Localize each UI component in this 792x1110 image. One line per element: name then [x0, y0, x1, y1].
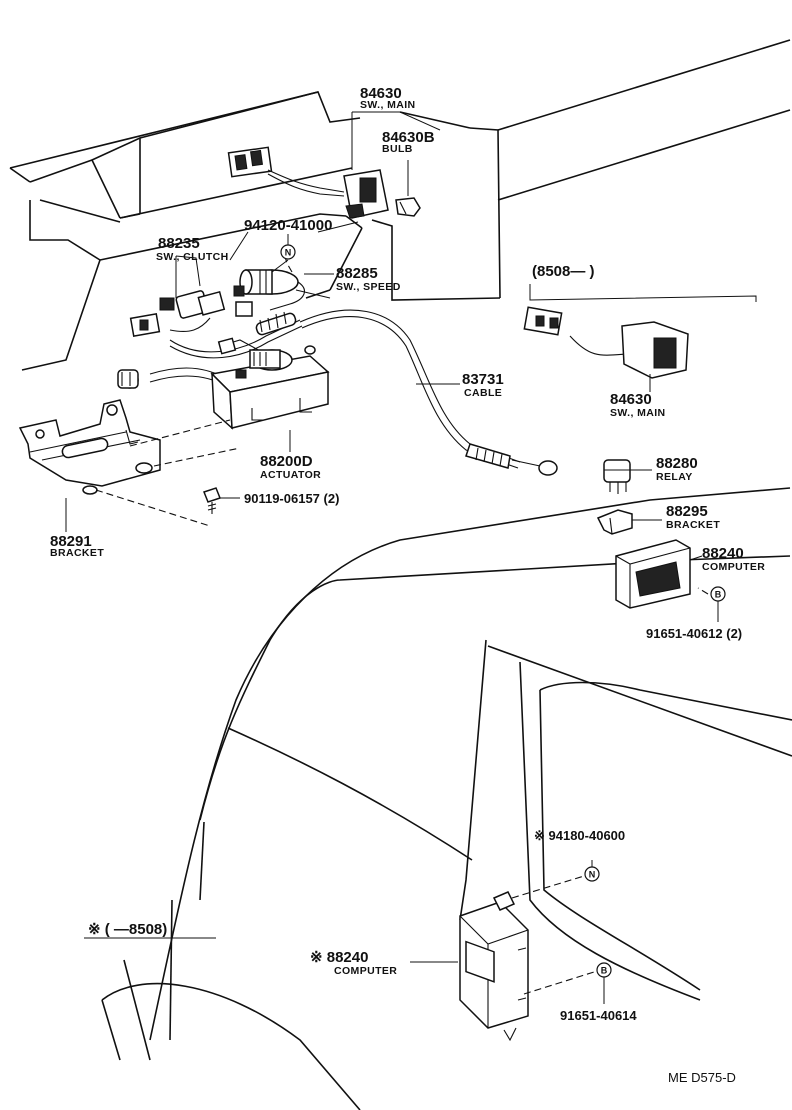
- callout-clip-top-number: 94120-41000: [244, 217, 332, 234]
- callout-range-left: ※ ( —8508): [88, 921, 167, 938]
- harness: [117, 301, 316, 389]
- dashed-lines: [95, 249, 709, 995]
- screw-symbol-top-label: B: [715, 590, 722, 600]
- callout-actuator-number: 88200D: [260, 453, 313, 470]
- computer-top: [615, 539, 691, 609]
- main-switch-top: [343, 169, 389, 219]
- clip-symbol-bottom: [584, 866, 600, 882]
- callout-actuator-name: ACTUATOR: [260, 469, 321, 481]
- relay-bracket: [596, 509, 633, 535]
- leader-lines: [65, 111, 757, 1004]
- callout-sw-main-top-name: SW., MAIN: [360, 99, 416, 111]
- actuator: [210, 349, 330, 430]
- callout-computer-bottom-name: COMPUTER: [334, 965, 397, 977]
- callout-cable-name: CABLE: [464, 387, 502, 399]
- relay: [603, 459, 631, 494]
- callout-bracket-left-name: BRACKET: [50, 547, 104, 559]
- callout-range-right: (8508— ): [532, 263, 595, 280]
- computer-bottom: [459, 891, 529, 1042]
- clip-symbol-bottom-label: N: [589, 870, 596, 880]
- callout-sw-clutch-name: SW., CLUTCH: [156, 251, 229, 263]
- callout-sw-main-top-number: 84630: [360, 85, 402, 102]
- callout-sw-main-right-name: SW., MAIN: [610, 407, 666, 419]
- bulb: [395, 197, 421, 217]
- clutch-switch: [129, 290, 226, 337]
- callout-bracket-left-number: 88291: [50, 533, 92, 550]
- callout-sw-speed-name: SW., SPEED: [336, 281, 401, 293]
- callout-bracket-right-number: 88295: [666, 503, 708, 520]
- callout-computer-bottom-number: ※ 88240: [310, 949, 368, 966]
- cab-outline: [101, 487, 792, 1110]
- callout-bolt-number: 90119-06157 (2): [244, 491, 339, 506]
- speed-cable: [299, 309, 558, 476]
- left-bracket: [18, 399, 161, 495]
- callout-screw-bottom-number: 91651-40614: [560, 1008, 637, 1023]
- callout-clip-bottom-number: ※ 94180-40600: [534, 828, 625, 843]
- screw-symbol-top: [710, 586, 726, 602]
- diagram-code: ME D575-D: [668, 1070, 736, 1085]
- bolt-left: [203, 487, 221, 514]
- callout-computer-top-name: COMPUTER: [702, 561, 765, 573]
- clip-symbol-top-label: N: [285, 248, 292, 258]
- callout-sw-clutch-number: 88235: [158, 235, 200, 252]
- top-connector: [227, 146, 345, 197]
- callout-cable-number: 83731: [462, 371, 504, 388]
- callout-sw-speed-number: 88285: [336, 265, 378, 282]
- clip-symbol-top: [280, 244, 296, 260]
- screw-symbol-bottom: [596, 962, 612, 978]
- callout-sw-main-right-number: 84630: [610, 391, 652, 408]
- callout-bracket-right-name: BRACKET: [666, 519, 720, 531]
- dashboard-outline: [9, 39, 791, 371]
- callout-bulb-number: 84630B: [382, 129, 435, 146]
- callout-relay-number: 88280: [656, 455, 698, 472]
- callout-relay-name: RELAY: [656, 471, 693, 483]
- callout-screw-top-number: 91651-40612 (2): [646, 626, 742, 641]
- speed-switch: [233, 269, 305, 311]
- callout-computer-top-number: 88240: [702, 545, 744, 562]
- screw-symbol-bottom-label: B: [601, 966, 608, 976]
- main-switch-right: [523, 306, 689, 379]
- callout-bulb-name: BULB: [382, 143, 413, 155]
